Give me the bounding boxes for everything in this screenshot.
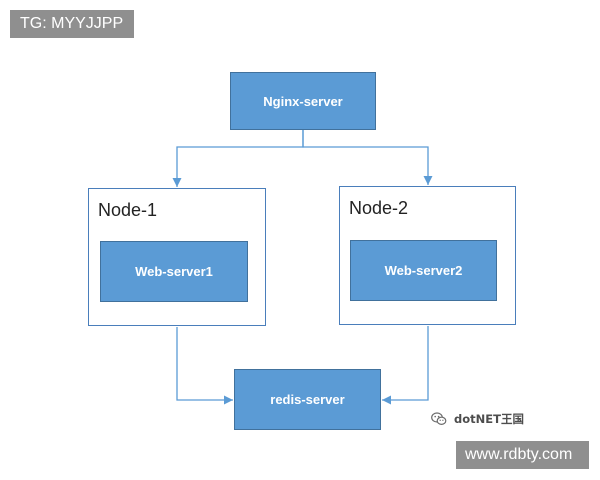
edge-nginx-to-node-1	[172, 130, 304, 187]
edge-node-1-to-redis	[176, 327, 233, 405]
nginx-server-label: Nginx-server	[263, 93, 343, 109]
edge-nginx-to-node-2	[302, 130, 433, 185]
web-server2-box: Web-server2	[350, 240, 497, 301]
web-server2-label: Web-server2	[384, 263, 463, 278]
web-server1-label: Web-server1	[135, 264, 213, 279]
source-label: dotNET王国	[454, 412, 524, 426]
redis-server-box: redis-server	[234, 369, 381, 430]
source-watermark: dotNET王国	[431, 410, 524, 428]
web-server1-box: Web-server1	[100, 241, 248, 302]
edge-node-2-to-redis	[382, 326, 429, 405]
nginx-server-box: Nginx-server	[230, 72, 376, 130]
redis-server-label: redis-server	[270, 392, 345, 407]
node-2-label: Node-2	[349, 198, 409, 218]
node-1-container: Node-1 Web-server1	[88, 188, 266, 326]
watermark-top-left: TG: MYYJJPP	[10, 10, 134, 38]
node-1-label: Node-1	[98, 200, 158, 220]
watermark-bottom-right: www.rdbty.com	[456, 441, 589, 469]
wechat-icon	[431, 412, 447, 426]
node-2-container: Node-2 Web-server2	[339, 186, 516, 325]
